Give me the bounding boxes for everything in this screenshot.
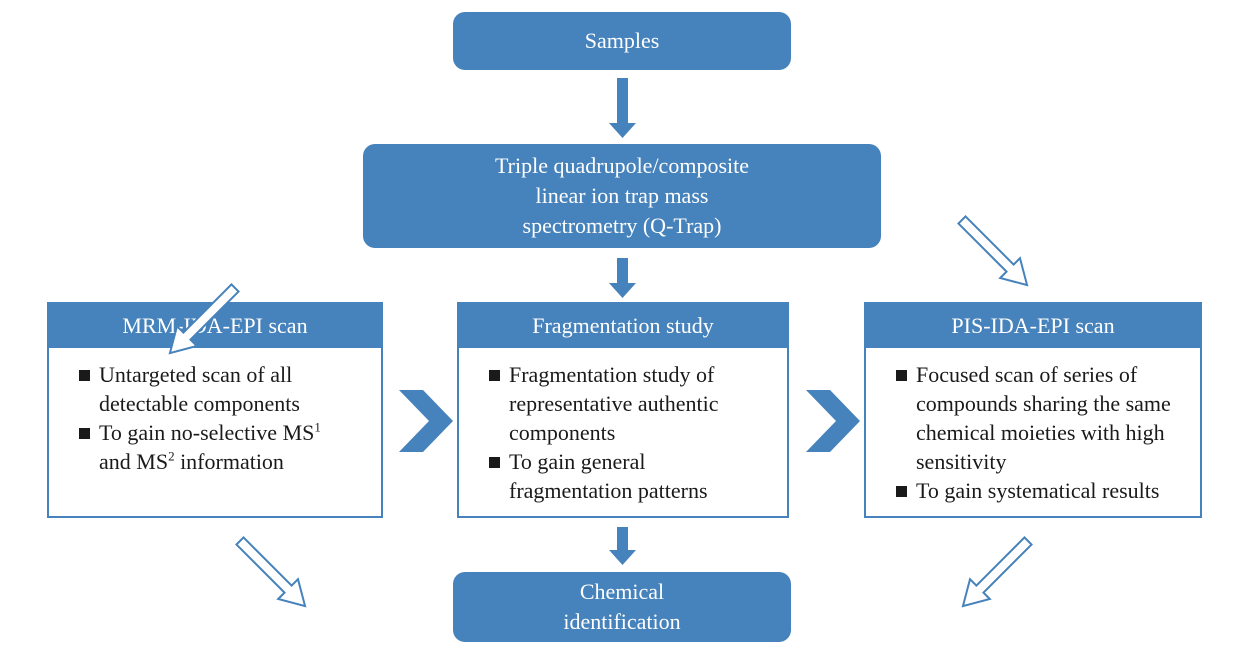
samples-box: Samples [453,12,791,70]
instrument-line-1: Triple quadrupole/composite [495,153,749,178]
item-line: detectable components [99,391,300,416]
bullet-icon [79,428,90,439]
list-item: Focused scan of series of compounds shar… [896,360,1190,476]
bottom-line-2: identification [563,609,681,634]
item-line: representative authentic [509,391,719,416]
item-line: information [174,449,284,474]
pis-ida-epi-list: Focused scan of series of compounds shar… [866,348,1200,505]
item-line: To gain general [509,449,646,474]
list-item: To gain systematical results [896,476,1190,505]
item-line: compounds sharing the same [916,391,1171,416]
pis-ida-epi-panel: PIS-IDA-EPI scan Focused scan of series … [864,302,1202,518]
item-line: To gain no-selective MS [99,420,315,445]
item-line: Fragmentation study of [509,362,715,387]
instrument-line-3: spectrometry (Q-Trap) [522,213,722,238]
fragmentation-title: Fragmentation study [459,304,787,348]
bullet-icon [79,370,90,381]
hollow-arrow-down-left-icon [961,536,1033,608]
item-line: and MS [99,449,169,474]
bullet-icon [896,370,907,381]
chevron-right-icon [399,390,453,452]
bullet-icon [489,370,500,381]
down-arrow-icon [609,527,636,565]
superscript: 1 [314,419,321,435]
fragmentation-panel: Fragmentation study Fragmentation study … [457,302,789,518]
item-line: fragmentation patterns [509,478,708,503]
item-line: Untargeted scan of all [99,362,293,387]
bullet-icon [489,457,500,468]
bottom-line-1: Chemical [579,579,665,604]
item-line: components [509,420,616,445]
mrm-ida-epi-panel: MRM-IDA-EPI scan Untargeted scan of all … [47,302,383,518]
down-arrow-icon [609,78,636,138]
down-arrow-icon [609,258,636,298]
instrument-box: Triple quadrupole/composite linear ion t… [363,144,881,248]
mrm-ida-epi-list: Untargeted scan of all detectable compon… [49,348,381,476]
bullet-icon [896,486,907,497]
pis-ida-epi-title: PIS-IDA-EPI scan [866,304,1200,348]
list-item: To gain general fragmentation patterns [489,447,777,505]
fragmentation-list: Fragmentation study of representative au… [459,348,787,505]
item-line: To gain systematical results [916,478,1160,503]
hollow-arrow-down-right-icon [235,536,307,608]
samples-label: Samples [584,28,660,53]
item-line: chemical moieties with high [916,420,1165,445]
item-line: sensitivity [916,449,1007,474]
list-item: Untargeted scan of all detectable compon… [79,360,371,418]
list-item: To gain no-selective MS1 and MS2 informa… [79,418,371,476]
item-line: Focused scan of series of [916,362,1138,387]
hollow-arrow-down-right-icon [957,215,1029,287]
superscript: 2 [168,448,175,464]
instrument-line-2: linear ion trap mass [535,183,709,208]
hollow-arrow-down-left-icon [168,283,240,355]
chemical-identification-box: Chemical identification [453,572,791,642]
list-item: Fragmentation study of representative au… [489,360,777,447]
chevron-right-icon [806,390,860,452]
